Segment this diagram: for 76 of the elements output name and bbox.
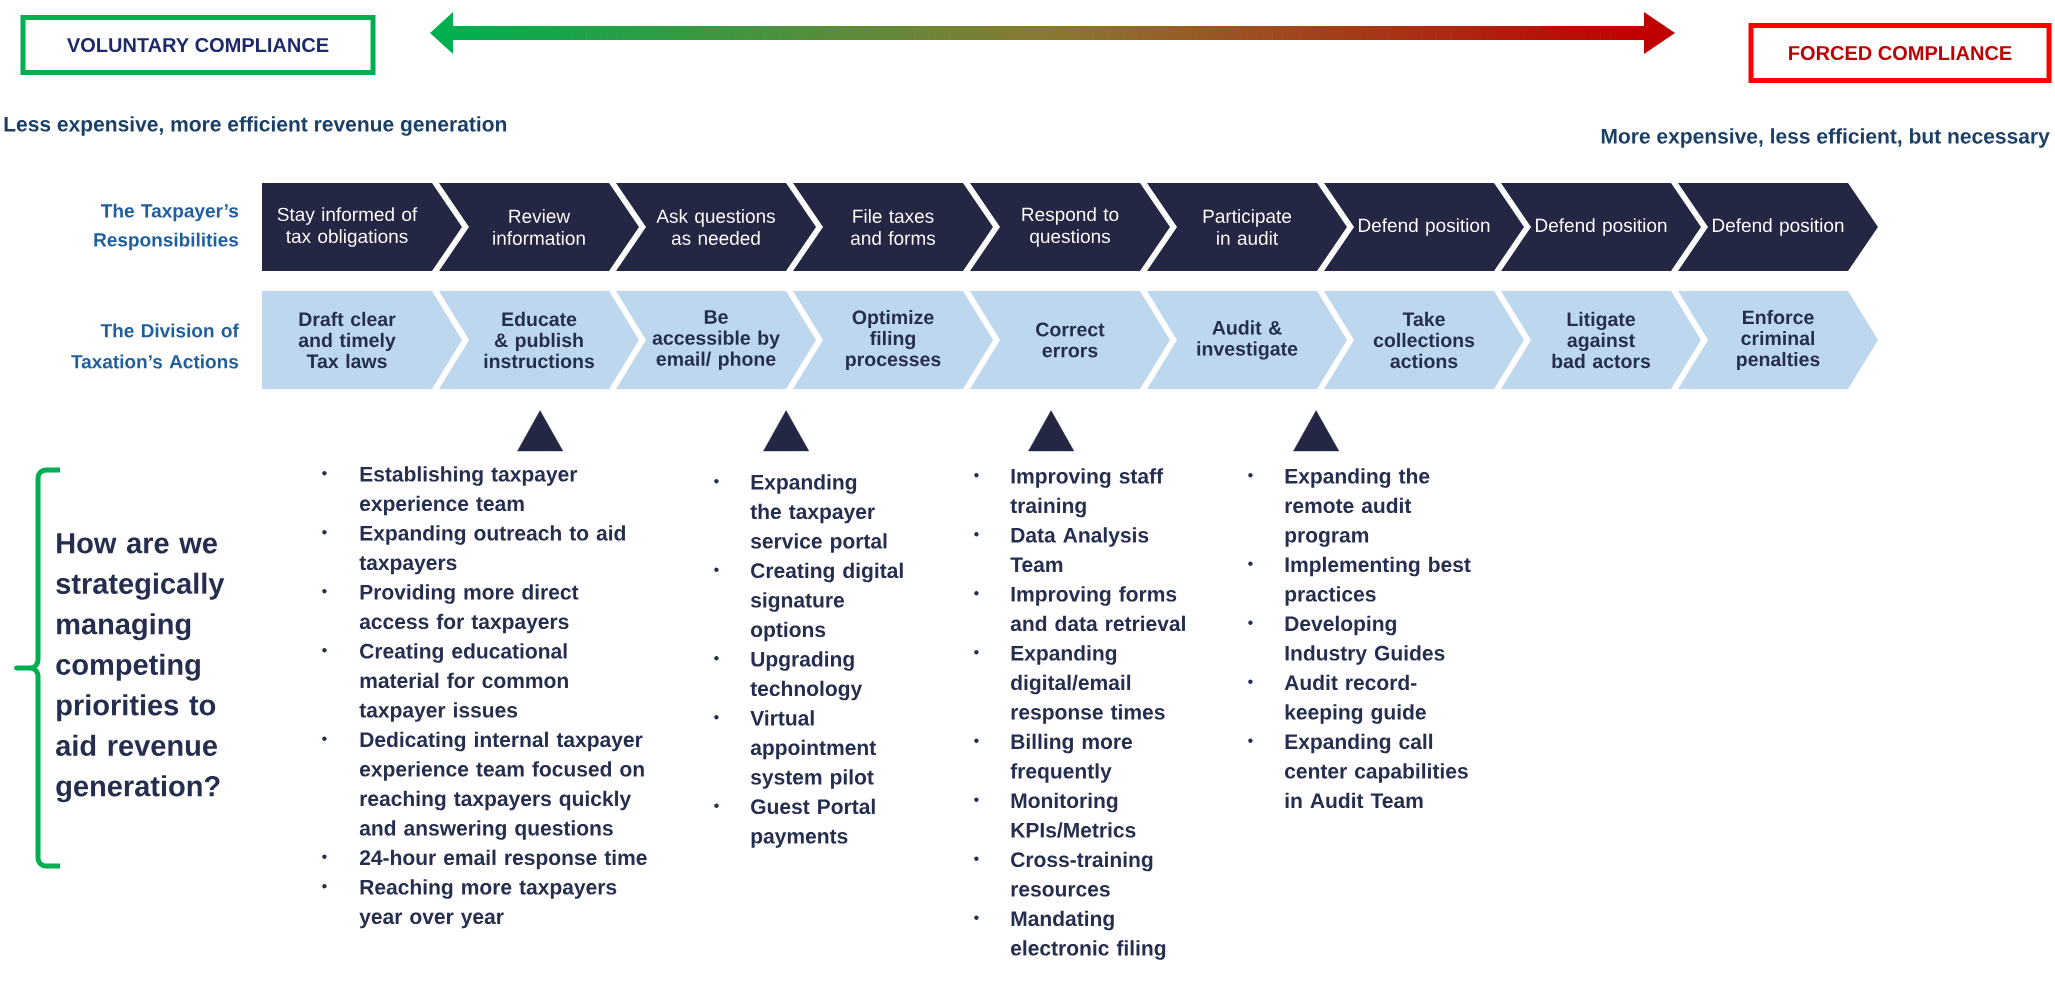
node-label: Dedicating internal taxpayer experience team focused on reaching taxpayers quickly and answering questions [359,731,644,840]
chevron-step: Enforce criminal penalties [1678,291,1878,389]
node-label: Providing more direct access for taxpayers [359,584,579,634]
chevron-step: Optimize filing processes [793,291,993,389]
node-label: Expanding call center capabilities in Audit Team [1285,733,1468,809]
chevron-step: Take collections actions [1324,291,1524,389]
chevron-step: Audit & investigate [1147,291,1347,389]
node-label: Educate & publish instructions [484,311,595,369]
node-label: Expanding outreach to aid taxpayers [359,525,626,575]
chevron-step: Correct errors [970,291,1170,389]
label-box: VOLUNTARY COMPLIANCE [20,15,376,75]
node-label: Virtual appointment system pilot [750,710,876,789]
node-label: Improving forms and data retrieval [1010,586,1185,632]
bullet-list: Expanding the taxpayer service portal Creating digital signature options Upgrading technology Virtual appointment system pilot Guest Portal payments [714,474,903,848]
pointer-triangle [517,410,564,452]
node-label: Ask questions as needed [656,209,775,245]
heading: Less expensive, more efficient revenue generation [4,116,507,136]
node-label: Creating digital signature options [750,562,903,642]
node-label: Implementing best practices [1285,556,1471,606]
chevron-step: Review information [439,183,639,271]
chevron-step: Draft clear and timely Tax laws [262,291,462,389]
chevron-step: Defend position [1678,183,1878,271]
chevron-step: Stay informed of tax obligations [262,183,462,271]
chevron-step: Defend position [1324,183,1524,271]
question-text: How are we strategically managing competing priorities to aid revenue generation? [56,533,225,803]
chevron-step: Respond to questions [970,183,1170,271]
node-label: Correct errors [1036,322,1105,358]
node-label: Expanding the taxpayer service portal [750,474,887,553]
pointer-triangle [1293,410,1340,452]
chevron-step: Defend position [1501,183,1701,271]
node-label: Developing Industry Guides [1285,615,1445,665]
node-label: Creating educational material for common taxpayer issues [359,643,568,722]
chevron-step: File taxes and forms [793,183,993,271]
node-label: Litigate against bad actors [1552,311,1651,369]
node-label: Enforce criminal penalties [1737,309,1820,371]
node-label: Respond to questions [1022,207,1119,247]
node-label: Audit & investigate [1197,320,1298,360]
node-label: Defend position [1713,218,1844,236]
node-label: Be accessible by email/ phone [652,310,780,370]
node-label: Expanding digital/email response times [1011,645,1165,724]
node-label: Defend position [1536,218,1667,236]
pointer-triangle [763,410,810,452]
node-label: Mandating electronic filing [1011,910,1166,960]
node-label: Draft clear and timely Tax laws [298,311,396,369]
chevron-step: Be accessible by email/ phone [616,291,816,389]
node-label: Expanding the remote audit program [1285,468,1430,547]
node-label: Cross-training resources [1011,851,1153,897]
chevron-step: Educate & publish instructions [439,291,639,389]
bullet-list: Establishing taxpayer experience team Expanding outreach to aid taxpayers Providing more direct access for taxpayers Creating educational material for common taxpayer issues Dedicating internal taxpayer experience team focused on reaching taxpayers quickly and answering questions 24-hour email response time Reaching more taxpayers year over year [322,466,647,929]
node-label: Guest Portal payments [751,798,875,848]
label-box: FORCED COMPLIANCE [1748,23,2052,83]
node-label: Audit record-keeping guide [1284,674,1426,724]
row-label: The Taxpayer’s Responsibilities [94,203,239,251]
node-label: Defend position [1359,218,1490,236]
row-label: The Division of Taxation’s Actions [71,323,239,369]
node-label: Billing more frequently [1010,733,1133,783]
node-label: Upgrading technology [750,651,863,701]
node-label: Stay informed of tax obligations [277,207,418,247]
chevron-step: Participate in audit [1147,183,1347,271]
node-label: Monitoring KPIs/Metrics [1011,792,1136,838]
chevron-step: Ask questions as needed [616,183,816,271]
node-label: Take collections actions [1373,311,1475,369]
node-label: Data Analysis Team [1010,527,1149,573]
node-label: Reaching more taxpayers year over year [359,879,617,929]
node-label: Optimize filing processes [846,309,941,371]
chevron-step: Litigate against bad actors [1501,291,1701,389]
bullet-list: Improving staff training Data Analysis Team Improving forms and data retrieval Expanding digital/email response times Billing more frequently Monitoring KPIs/Metrics Cross-training resources Mandating electronic filing [974,468,1185,960]
node-label: Establishing taxpayer experience team [360,466,578,516]
bullet-list: Expanding the remote audit program Implementing best practices Developing Industry Guides Audit record-keeping guide Expanding call center capabilities in Audit Team [1248,468,1471,809]
node-label: Improving staff training [1010,468,1164,518]
pointer-triangle [1028,410,1075,452]
heading: More expensive, less efficient, but necessary [1601,128,2050,148]
node-label: Participate in audit [1203,209,1292,245]
node-label: Review information [493,209,585,245]
node-label: File taxes and forms [851,209,936,245]
node-label: 24-hour email response time [359,849,647,870]
